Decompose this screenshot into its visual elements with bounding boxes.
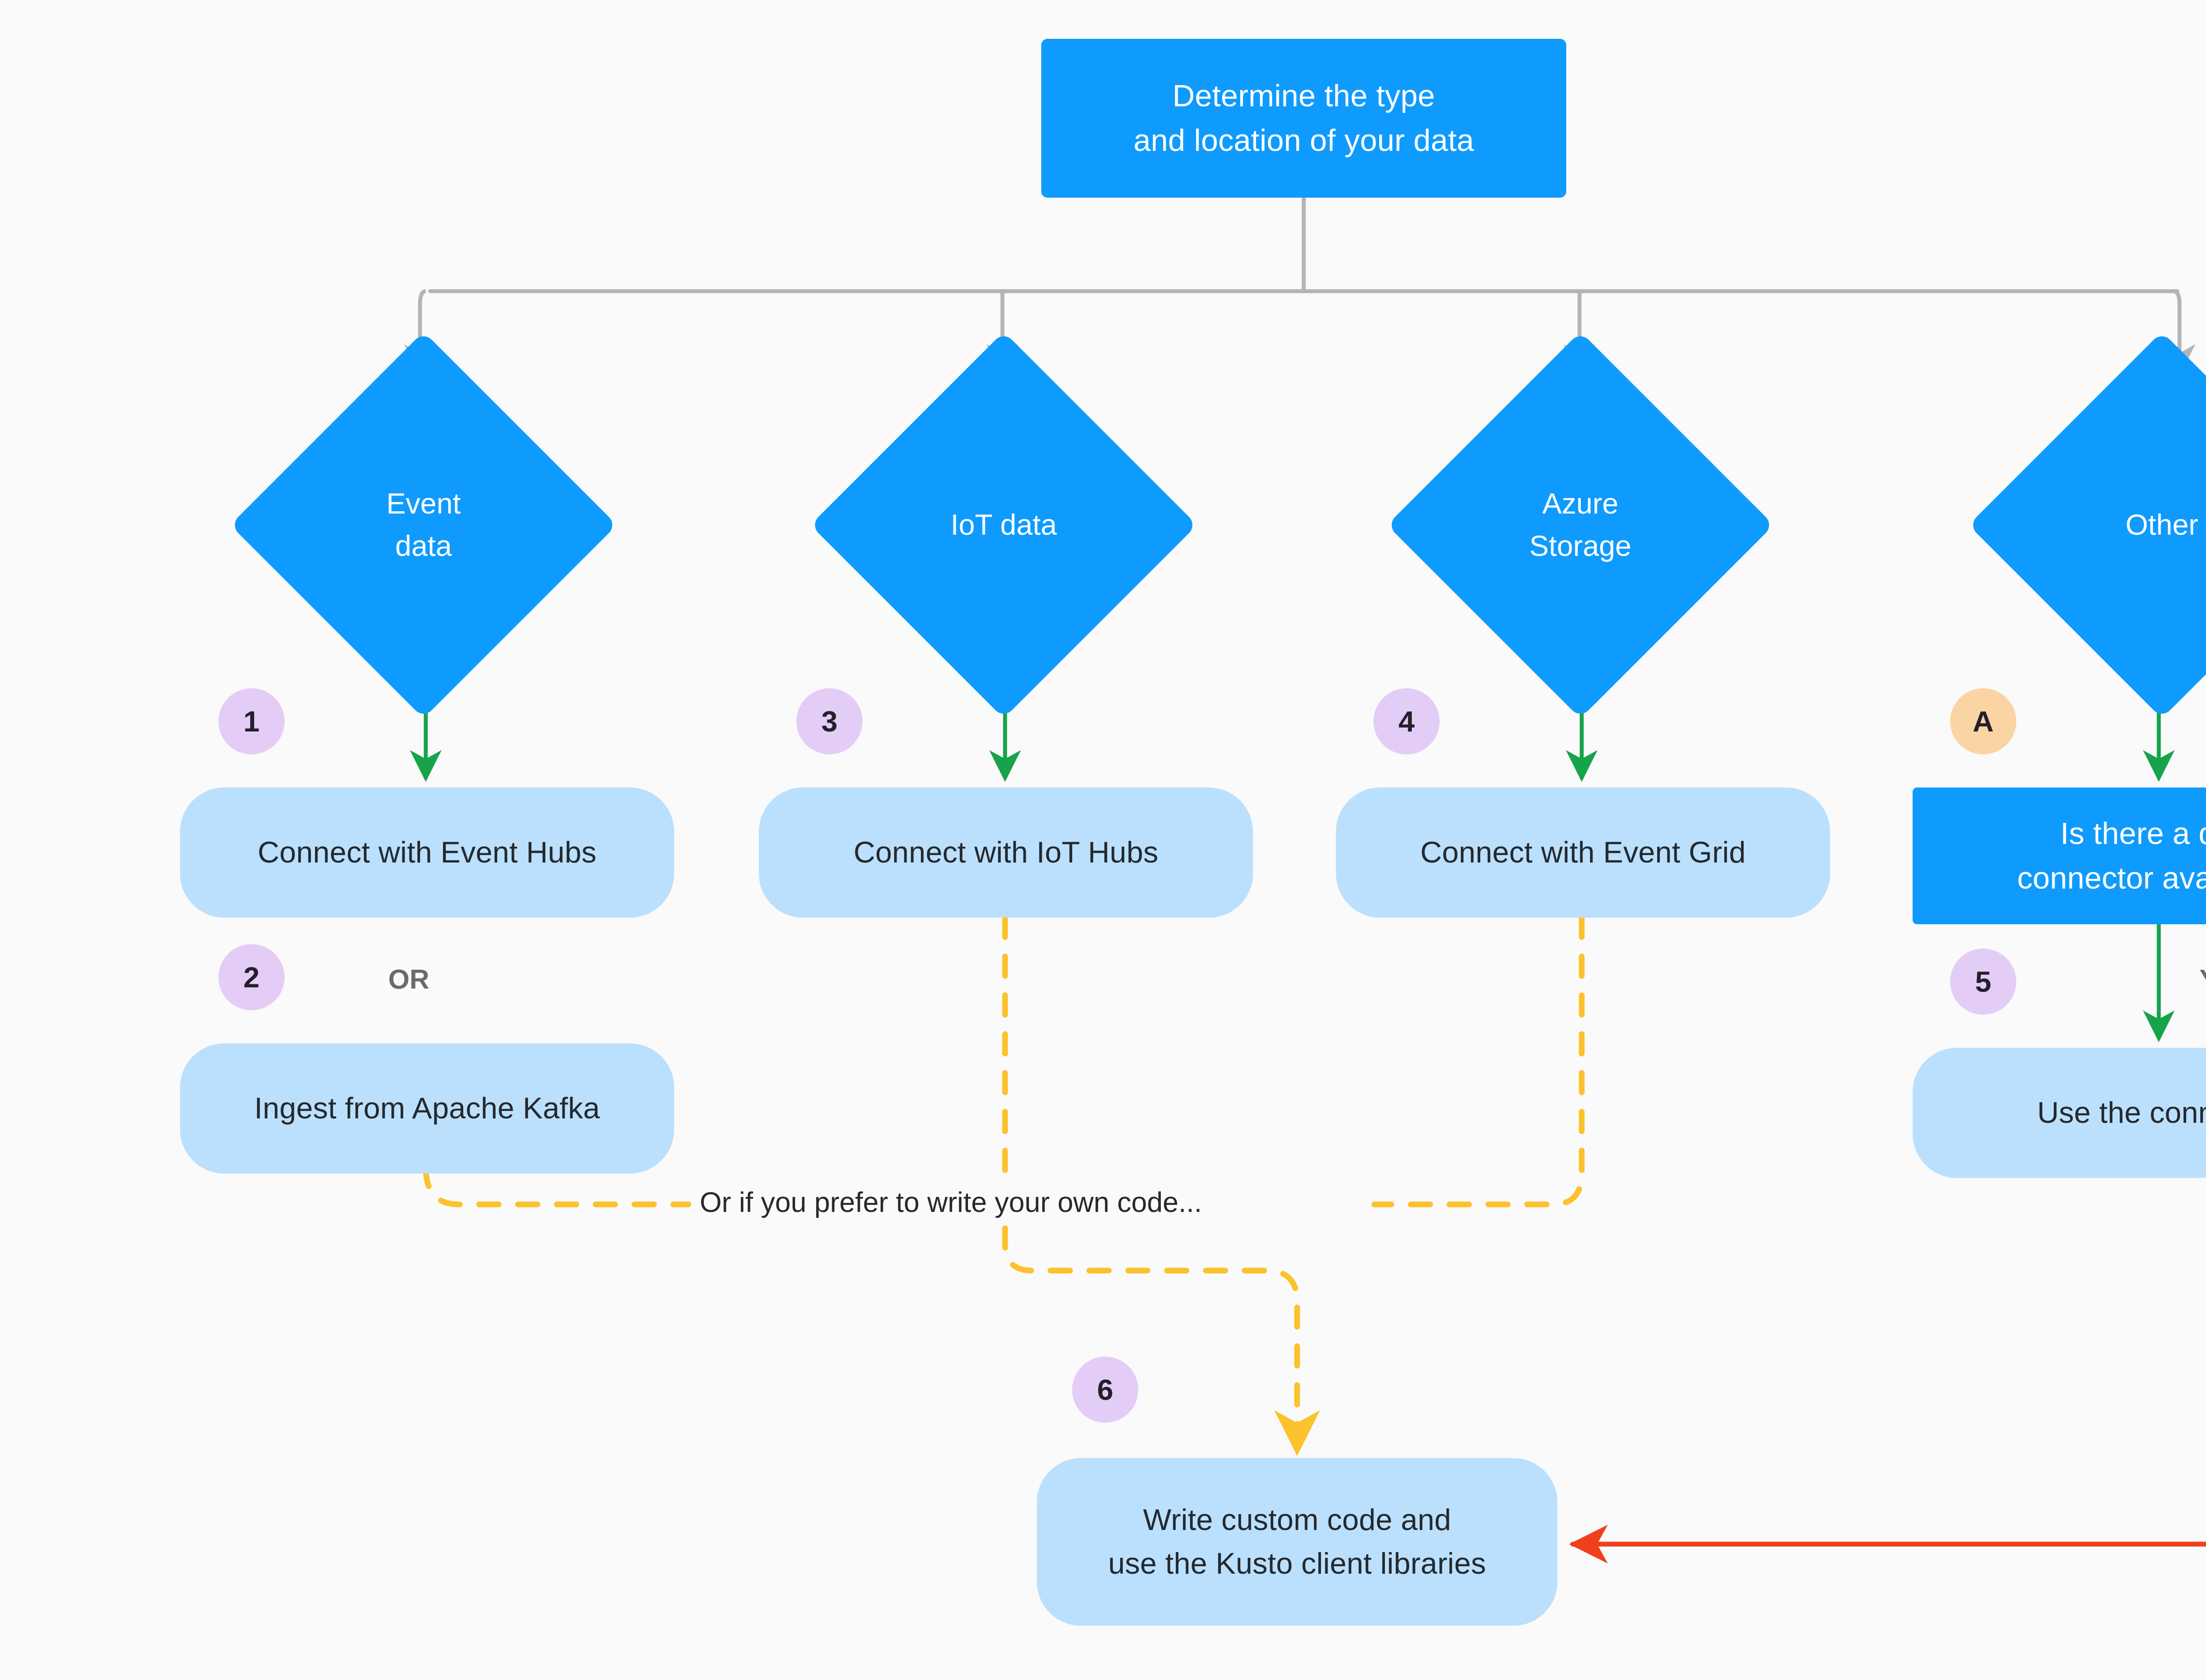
action-label-line2: use the Kusto client libraries <box>1108 1547 1486 1580</box>
decision-event-data[interactable]: Event data <box>230 331 617 719</box>
step-badge-text: 5 <box>1975 965 1992 998</box>
action-ingest-kafka[interactable]: Ingest from Apache Kafka <box>180 1043 674 1174</box>
action-write-custom-code[interactable]: Write custom code and use the Kusto clie… <box>1037 1458 1557 1626</box>
step-badge-text: 6 <box>1097 1373 1114 1406</box>
step-badge-4: 4 <box>1373 688 1440 754</box>
step-badge-3: 3 <box>796 688 863 754</box>
action-connect-event-grid[interactable]: Connect with Event Grid <box>1336 788 1830 918</box>
decision-azure-storage-label: Azure Storage <box>1444 388 1717 662</box>
decision-azure-storage[interactable]: Azure Storage <box>1387 331 1774 719</box>
question-line1: Is there a data <box>2060 816 2206 851</box>
decision-iot-data[interactable]: IoT data <box>810 331 1197 719</box>
decision-iot-data-label: IoT data <box>867 388 1141 662</box>
step-badge-6: 6 <box>1072 1357 1138 1423</box>
step-badge-text: A <box>1973 705 1994 738</box>
action-label: Connect with Event Grid <box>1420 836 1746 870</box>
edge-start-to-bus <box>428 198 2180 293</box>
decision-event-data-label: Event data <box>287 388 560 662</box>
step-badge-text: 4 <box>1398 705 1415 738</box>
start-node-line2: and location of your data <box>1133 123 1474 158</box>
decision-label-line1: Azure <box>1542 487 1619 520</box>
label-or: OR <box>388 964 429 995</box>
decision-label-line2: Storage <box>1529 529 1632 562</box>
step-badge-text: 3 <box>821 705 838 738</box>
action-label: Connect with IoT Hubs <box>853 836 1159 870</box>
decision-other[interactable]: Other <box>1968 331 2206 719</box>
action-use-connector[interactable]: Use the connector <box>1913 1048 2206 1178</box>
question-line2: connector available? <box>2017 861 2206 895</box>
decision-other-label: Other <box>2025 388 2206 662</box>
step-badge-text: 2 <box>243 961 260 994</box>
start-node-line1: Determine the type <box>1172 78 1435 113</box>
edge-iot-hubs-to-custom-code <box>1002 915 1320 1456</box>
action-label: Ingest from Apache Kafka <box>254 1091 600 1125</box>
action-connect-iot-hubs[interactable]: Connect with IoT Hubs <box>759 788 1253 918</box>
step-badge-5: 5 <box>1950 949 2016 1015</box>
decision-label-line1: IoT data <box>950 508 1057 541</box>
decision-label-line1: Event <box>386 487 461 520</box>
action-label-line1: Write custom code and <box>1143 1503 1452 1537</box>
step-badge-2: 2 <box>218 944 285 1010</box>
decision-label-line1: Other <box>2125 508 2198 541</box>
step-badge-a: A <box>1950 688 2016 754</box>
start-node[interactable]: Determine the type and location of your … <box>1041 39 1566 198</box>
action-label: Connect with Event Hubs <box>257 836 597 870</box>
label-yes: Yes <box>2199 964 2206 995</box>
decision-connector-available[interactable]: Is there a data connector available? <box>1913 788 2206 924</box>
decision-label-line2: data <box>395 529 452 562</box>
action-connect-event-hubs[interactable]: Connect with Event Hubs <box>180 788 674 918</box>
edge-question-no-to-custom-code <box>1569 1525 2206 1564</box>
step-badge-text: 1 <box>243 705 260 738</box>
edge-event-grid-to-custom-code <box>1371 915 1585 1208</box>
action-label: Use the connector <box>2037 1096 2206 1130</box>
label-custom-code-note: Or if you prefer to write your own code.… <box>693 1186 1209 1219</box>
step-badge-1: 1 <box>218 688 285 754</box>
